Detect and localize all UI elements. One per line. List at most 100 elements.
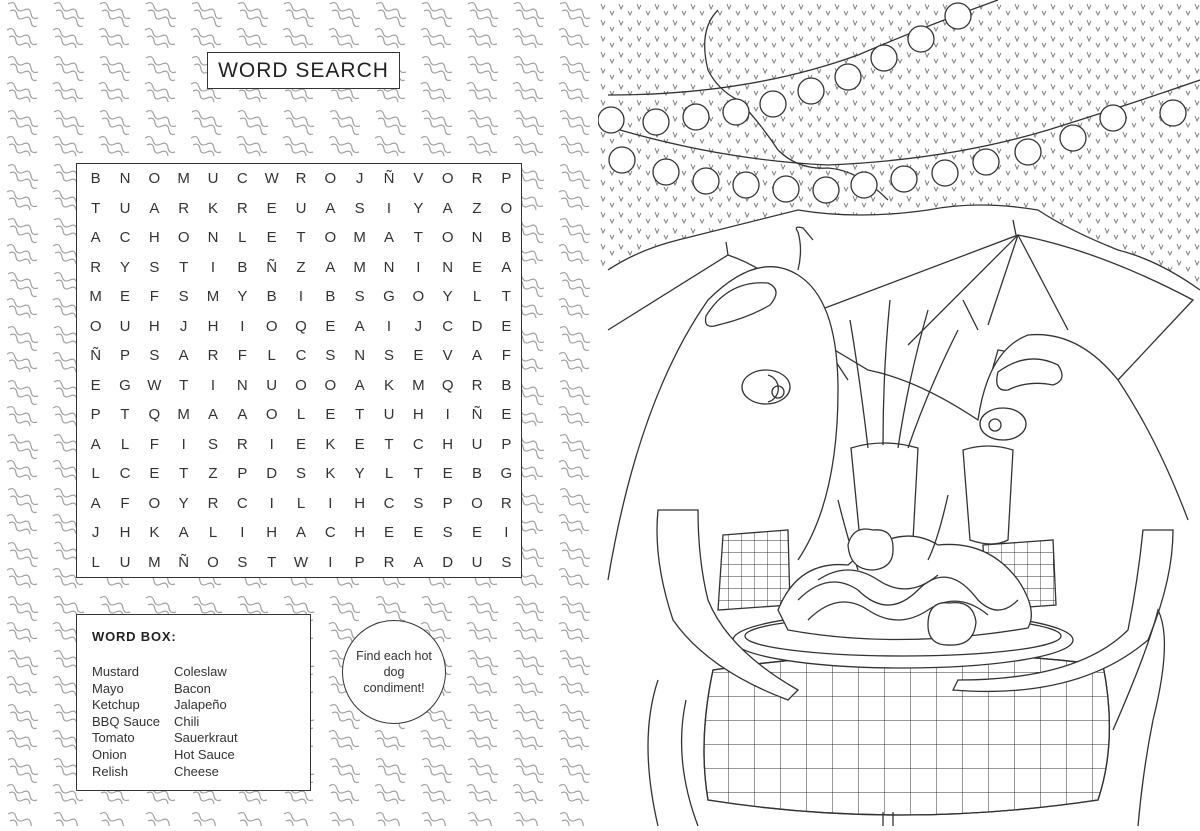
- grid-letter[interactable]: I: [386, 317, 392, 335]
- grid-letter[interactable]: P: [354, 553, 365, 571]
- grid-letter[interactable]: E: [471, 258, 482, 276]
- grid-letter[interactable]: O: [295, 376, 307, 394]
- grid-letter[interactable]: G: [119, 376, 131, 394]
- grid-letter[interactable]: H: [442, 435, 454, 453]
- grid-letter[interactable]: E: [501, 317, 512, 335]
- grid-letter[interactable]: A: [90, 229, 101, 247]
- grid-letter[interactable]: O: [412, 288, 425, 306]
- grid-letter[interactable]: L: [91, 465, 100, 483]
- grid-letter[interactable]: R: [236, 199, 248, 217]
- grid-letter[interactable]: F: [149, 435, 159, 453]
- grid-letter[interactable]: N: [471, 229, 483, 247]
- grid-letter[interactable]: I: [386, 199, 392, 217]
- grid-letter[interactable]: M: [353, 229, 366, 247]
- grid-letter[interactable]: E: [501, 406, 512, 424]
- grid-letter[interactable]: U: [383, 406, 395, 424]
- grid-letter[interactable]: N: [236, 376, 248, 394]
- grid-letter[interactable]: I: [416, 258, 421, 276]
- grid-letter[interactable]: S: [178, 288, 189, 306]
- grid-letter[interactable]: K: [325, 435, 336, 453]
- grid-letter[interactable]: U: [266, 376, 278, 394]
- grid-letter[interactable]: I: [269, 435, 274, 453]
- grid-letter[interactable]: R: [471, 376, 483, 394]
- grid-letter[interactable]: Z: [208, 465, 218, 483]
- grid-letter[interactable]: L: [296, 406, 306, 424]
- grid-letter[interactable]: Ñ: [90, 347, 102, 365]
- grid-letter[interactable]: Y: [442, 288, 453, 306]
- grid-letter[interactable]: H: [207, 317, 219, 335]
- grid-letter[interactable]: E: [295, 435, 306, 453]
- grid-letter[interactable]: R: [90, 258, 102, 276]
- grid-letter[interactable]: U: [119, 199, 131, 217]
- grid-letter[interactable]: S: [501, 553, 512, 571]
- grid-letter[interactable]: D: [442, 553, 454, 571]
- grid-letter[interactable]: I: [504, 524, 509, 542]
- grid-letter[interactable]: P: [237, 465, 248, 483]
- grid-letter[interactable]: F: [501, 347, 511, 365]
- grid-letter[interactable]: O: [265, 317, 278, 335]
- grid-letter[interactable]: F: [237, 347, 247, 365]
- grid-letter[interactable]: B: [501, 229, 512, 247]
- grid-letter[interactable]: R: [178, 199, 190, 217]
- grid-letter[interactable]: S: [149, 347, 160, 365]
- grid-letter[interactable]: T: [413, 229, 423, 247]
- grid-letter[interactable]: Y: [178, 494, 189, 512]
- grid-letter[interactable]: W: [147, 376, 162, 394]
- grid-letter[interactable]: L: [91, 553, 100, 571]
- grid-letter[interactable]: T: [355, 406, 365, 424]
- grid-letter[interactable]: E: [90, 376, 101, 394]
- grid-letter[interactable]: A: [471, 347, 482, 365]
- grid-letter[interactable]: S: [149, 258, 160, 276]
- grid-letter[interactable]: U: [119, 317, 131, 335]
- grid-letter[interactable]: S: [295, 465, 306, 483]
- grid-letter[interactable]: D: [266, 465, 278, 483]
- grid-letter[interactable]: H: [266, 524, 278, 542]
- grid-letter[interactable]: R: [236, 435, 248, 453]
- grid-letter[interactable]: R: [295, 170, 307, 188]
- grid-letter[interactable]: F: [120, 494, 130, 512]
- grid-letter[interactable]: R: [471, 170, 483, 188]
- grid-letter[interactable]: O: [500, 199, 513, 217]
- grid-letter[interactable]: H: [354, 494, 366, 512]
- grid-letter[interactable]: J: [355, 170, 364, 188]
- grid-letter[interactable]: O: [207, 553, 219, 571]
- grid-letter[interactable]: E: [413, 524, 424, 542]
- grid-letter[interactable]: O: [441, 170, 454, 188]
- grid-letter[interactable]: I: [240, 317, 245, 335]
- grid-letter[interactable]: S: [354, 199, 365, 217]
- grid-letter[interactable]: N: [442, 258, 454, 276]
- grid-letter[interactable]: H: [412, 406, 424, 424]
- grid-letter[interactable]: T: [179, 465, 189, 483]
- grid-letter[interactable]: D: [471, 317, 483, 335]
- grid-letter[interactable]: P: [90, 406, 101, 424]
- grid-letter[interactable]: H: [148, 229, 160, 247]
- grid-letter[interactable]: Y: [237, 288, 248, 306]
- grid-letter[interactable]: R: [207, 347, 219, 365]
- grid-letter[interactable]: B: [325, 288, 336, 306]
- grid-letter[interactable]: M: [148, 553, 161, 571]
- grid-letter[interactable]: L: [472, 288, 482, 306]
- grid-letter[interactable]: O: [148, 494, 161, 512]
- grid-letter[interactable]: O: [471, 494, 483, 512]
- grid-letter[interactable]: T: [179, 258, 189, 276]
- grid-letter[interactable]: E: [149, 465, 160, 483]
- grid-letter[interactable]: J: [414, 317, 423, 335]
- grid-letter[interactable]: L: [384, 465, 394, 483]
- grid-letter[interactable]: C: [236, 170, 248, 188]
- grid-letter[interactable]: R: [500, 494, 512, 512]
- grid-letter[interactable]: U: [119, 553, 131, 571]
- grid-letter[interactable]: B: [501, 376, 512, 394]
- grid-letter[interactable]: I: [240, 524, 245, 542]
- grid-letter[interactable]: G: [500, 465, 513, 483]
- grid-letter[interactable]: E: [383, 524, 394, 542]
- grid-letter[interactable]: T: [501, 288, 511, 306]
- grid-letter[interactable]: Ñ: [383, 170, 395, 188]
- grid-letter[interactable]: E: [266, 199, 277, 217]
- grid-letter[interactable]: K: [149, 524, 160, 542]
- grid-letter[interactable]: A: [207, 406, 218, 424]
- grid-letter[interactable]: Y: [354, 465, 365, 483]
- grid-letter[interactable]: A: [90, 435, 101, 453]
- grid-letter[interactable]: M: [89, 288, 102, 306]
- grid-letter[interactable]: A: [354, 317, 365, 335]
- grid-letter[interactable]: I: [181, 435, 186, 453]
